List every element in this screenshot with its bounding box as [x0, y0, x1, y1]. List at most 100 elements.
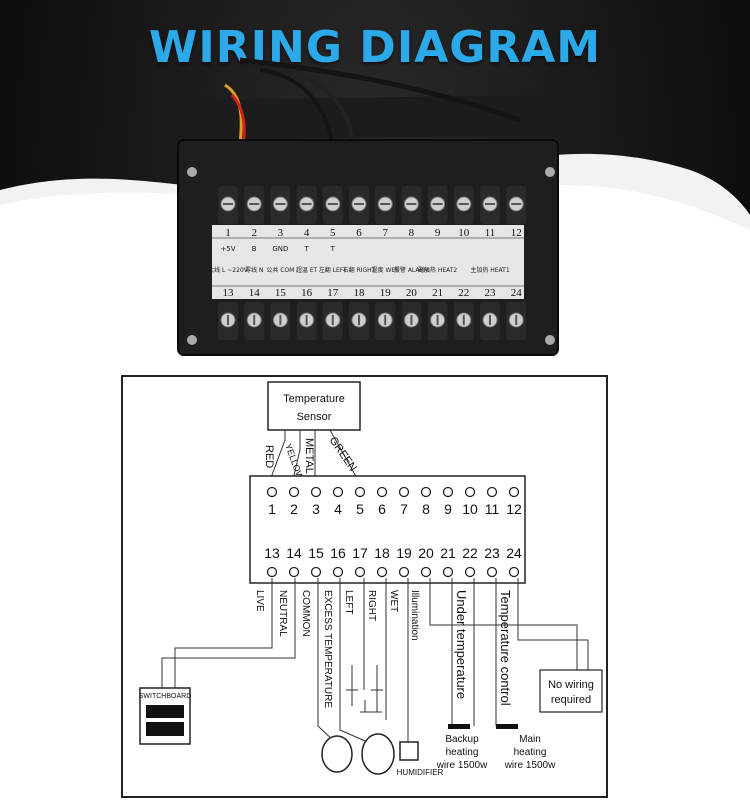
main-line3: wire 1500w	[504, 760, 556, 771]
bottom-terminal-number: 15	[308, 545, 324, 561]
label-common: COMMON	[300, 590, 311, 637]
wire-color-red: RED	[263, 445, 275, 468]
device-bottom-number: 14	[249, 287, 261, 299]
bottom-terminal-number: 24	[506, 545, 522, 561]
bottom-terminal-circle	[266, 566, 278, 578]
bottom-terminal-number: 19	[396, 545, 412, 561]
device-top-number: 6	[356, 227, 362, 239]
device-top-number: 3	[278, 227, 284, 239]
device-top-function-label: T	[330, 245, 336, 253]
device-function-label: 右翻 RIGHT	[343, 266, 376, 274]
main-line2: heating	[514, 747, 547, 758]
switchboard-socket	[146, 705, 184, 718]
panel-screw	[187, 167, 197, 177]
panel-screw	[545, 167, 555, 177]
device-function-label: 副加热 HEAT2	[418, 266, 458, 274]
device-top-number: 9	[435, 227, 441, 239]
device-function-label: 左翻 LEFT	[319, 266, 347, 274]
device-function-label: 报警 ALARM	[394, 266, 429, 274]
device-housing	[195, 95, 550, 140]
label-right: RIGHT	[366, 590, 377, 621]
device-top-number: 2	[251, 227, 257, 239]
top-terminal-number: 12	[506, 501, 522, 517]
top-terminal-number: 11	[485, 501, 500, 517]
label-temperature-control: Temperature control	[498, 590, 513, 706]
device-bottom-number: 15	[275, 287, 287, 299]
page-title: WIRING DIAGRAM	[148, 22, 602, 73]
top-terminal-circle	[288, 486, 300, 498]
top-terminal-number: 9	[444, 501, 452, 517]
device-bottom-number: 20	[406, 287, 418, 299]
top-terminal-circle	[266, 486, 278, 498]
device-bottom-number: 22	[458, 287, 469, 299]
backup-line2: heating	[446, 747, 479, 758]
humidifier-box	[399, 741, 419, 761]
bottom-terminal-circle	[332, 566, 344, 578]
backup-line3: wire 1500w	[436, 760, 488, 771]
output-wires	[161, 578, 589, 745]
sensor-label-line2: Sensor	[297, 411, 332, 423]
device-function-label: 主加热 HEAT1	[470, 266, 510, 274]
no-wiring-line1: No wiring	[548, 679, 594, 691]
top-terminal-number: 4	[334, 501, 342, 517]
top-terminal-number: 3	[312, 501, 320, 517]
device-top-function-label: +5V	[220, 245, 235, 253]
backup-heater	[448, 724, 470, 729]
device-function-label: 零线 N	[245, 266, 263, 274]
no-wiring-box	[539, 669, 603, 713]
switchboard-label: SWITCHBOARD	[139, 693, 192, 700]
device-top-number: 5	[330, 227, 336, 239]
top-terminal-number: 8	[422, 501, 430, 517]
device-bottom-number: 24	[511, 287, 523, 299]
device-top-number: 10	[458, 227, 470, 239]
turn-motor	[361, 733, 395, 775]
device-function-label: 超温 ET	[296, 266, 318, 274]
device-top-number: 1	[225, 227, 231, 239]
top-terminal-circle	[486, 486, 498, 498]
top-terminal-circle	[420, 486, 432, 498]
bottom-terminal-number: 14	[286, 545, 302, 561]
bottom-terminal-number: 22	[462, 545, 478, 561]
backup-line1: Backup	[445, 734, 479, 745]
device-top-number: 12	[511, 227, 522, 239]
top-terminal-circle	[376, 486, 388, 498]
bottom-terminal-circle	[354, 566, 366, 578]
main-heater	[496, 724, 518, 729]
bottom-terminal-circle	[376, 566, 388, 578]
device-bottom-number: 23	[485, 287, 497, 299]
device-bottom-number: 16	[301, 287, 313, 299]
device-bottom-number: 19	[380, 287, 392, 299]
bottom-terminal-number: 20	[418, 545, 434, 561]
humidifier-label: HUMIDIFIER	[397, 768, 444, 777]
device-top-number: 8	[409, 227, 415, 239]
device-top-number: 7	[382, 227, 388, 239]
bottom-terminal-number: 17	[352, 545, 368, 561]
top-terminal-circle	[332, 486, 344, 498]
top-terminal-circle	[442, 486, 454, 498]
bottom-terminal-number: 13	[264, 545, 280, 561]
label-strip	[212, 225, 524, 299]
device-bottom-number: 21	[432, 287, 443, 299]
top-terminal-number: 10	[462, 501, 478, 517]
bottom-terminal-circle	[464, 566, 476, 578]
bottom-terminal-circle	[398, 566, 410, 578]
top-terminal-circle	[508, 486, 520, 498]
bottom-terminal-circle	[420, 566, 432, 578]
label-live: LIVE	[254, 590, 265, 612]
device-bottom-number: 13	[223, 287, 235, 299]
top-terminal-circle	[354, 486, 366, 498]
label-excess-temperature: EXCESS TEMPERATURE	[322, 590, 333, 708]
wire-color-metal: METAL	[303, 438, 315, 474]
top-terminal-circle	[464, 486, 476, 498]
bottom-terminal-number: 18	[374, 545, 390, 561]
label-under-temperature: Under temperature	[454, 590, 469, 699]
device-top-function-label: GND	[272, 245, 288, 253]
label-wet: WET	[388, 590, 399, 612]
label-illumination: Illumination	[409, 590, 420, 641]
main-line1: Main	[519, 734, 541, 745]
top-terminal-number: 7	[400, 501, 408, 517]
label-neutral: NEUTRAL	[277, 590, 288, 637]
bottom-terminal-number: 16	[330, 545, 346, 561]
